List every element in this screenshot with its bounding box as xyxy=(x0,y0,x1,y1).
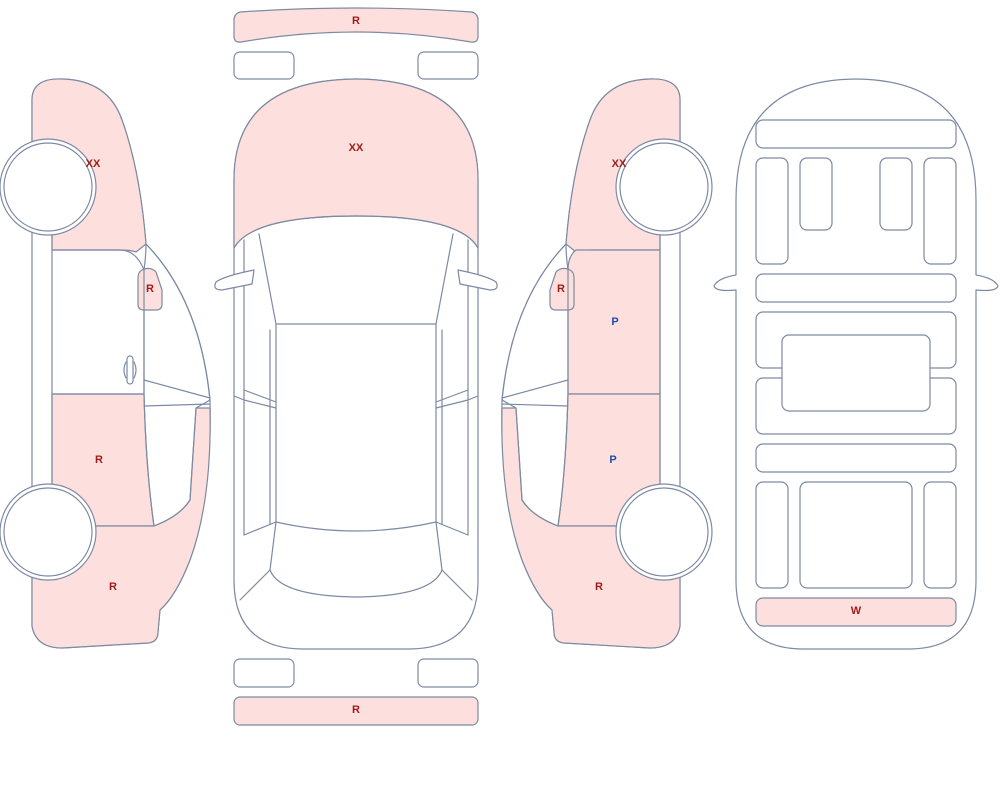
interior-view: W xyxy=(713,78,999,650)
a-pillar-right xyxy=(435,239,469,536)
right-trunk-side[interactable] xyxy=(923,481,957,589)
left-door-handle-grip xyxy=(123,361,137,379)
windshield-inner xyxy=(258,233,454,325)
trunk-floor[interactable] xyxy=(799,481,913,589)
rear-deck-left xyxy=(239,569,271,601)
right-rear-quarter-code: R xyxy=(595,581,603,593)
right-taillight[interactable] xyxy=(417,658,479,688)
left-window-frame xyxy=(143,243,211,527)
top-left-mirror[interactable] xyxy=(214,269,255,291)
left-trunk-side[interactable] xyxy=(755,481,789,589)
a-pillar-left xyxy=(243,239,277,536)
left-taillight[interactable] xyxy=(233,658,295,688)
hood-code: XX xyxy=(349,142,364,154)
passenger-pedal-area[interactable] xyxy=(879,157,913,231)
dashboard[interactable] xyxy=(755,119,957,149)
left-door-handle[interactable] xyxy=(126,355,134,385)
right-front-fender-code: XX xyxy=(612,158,627,170)
right-front-door-code: P xyxy=(611,316,618,328)
left-side-view: XX R R R xyxy=(0,78,211,649)
rear-panel-code: W xyxy=(851,605,862,617)
rear-seat[interactable] xyxy=(755,443,957,473)
front-seats[interactable] xyxy=(755,273,957,303)
rear-deck-right xyxy=(441,569,473,601)
right-headlight[interactable] xyxy=(417,51,479,80)
b-pillar-left xyxy=(233,389,277,409)
left-front-wheel[interactable] xyxy=(3,142,93,232)
top-view: R XX R xyxy=(214,7,498,726)
left-front-footwell[interactable] xyxy=(755,157,789,265)
right-side-view xyxy=(501,78,713,649)
right-window-frame xyxy=(501,243,569,527)
right-rear-wheel[interactable] xyxy=(619,487,709,577)
right-rear-door-code: P xyxy=(609,454,616,466)
rear-bumper-code: R xyxy=(352,704,360,716)
front-bumper-panel[interactable] xyxy=(233,7,479,43)
rear-window xyxy=(269,521,443,598)
right-front-wheel[interactable] xyxy=(619,142,709,232)
right-front-footwell[interactable] xyxy=(923,157,957,265)
right-window-divider xyxy=(501,379,569,407)
left-window-divider xyxy=(143,379,211,407)
right-mirror-code: R xyxy=(557,283,565,295)
left-front-fender-code: XX xyxy=(86,158,101,170)
rear-panel[interactable] xyxy=(755,597,957,627)
left-rear-wheel[interactable] xyxy=(3,487,93,577)
roof-panel xyxy=(275,323,437,532)
left-rear-door-code: R xyxy=(95,454,103,466)
center-console[interactable] xyxy=(781,334,931,412)
left-mirror-code: R xyxy=(146,283,154,295)
rear-bumper-panel[interactable] xyxy=(233,696,479,726)
top-right-mirror[interactable] xyxy=(457,269,498,291)
windshield xyxy=(233,215,479,249)
front-bumper-code: R xyxy=(352,15,360,27)
left-headlight[interactable] xyxy=(233,51,295,80)
left-rear-quarter-code: R xyxy=(109,581,117,593)
driver-pedal-area[interactable] xyxy=(799,157,833,231)
b-pillar-right xyxy=(435,389,479,409)
